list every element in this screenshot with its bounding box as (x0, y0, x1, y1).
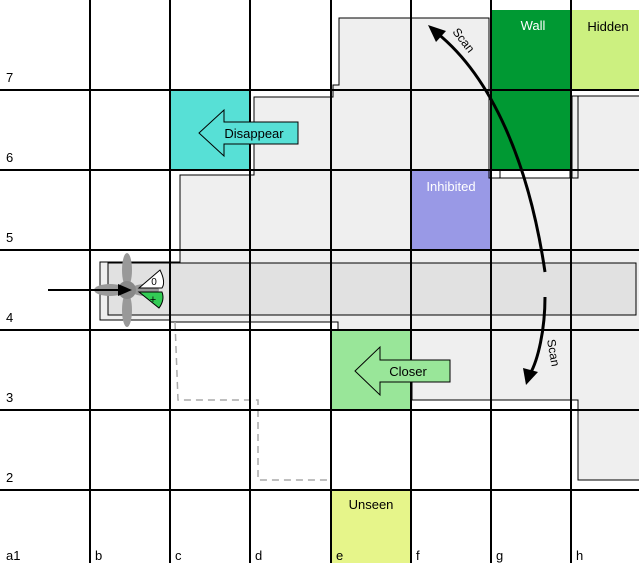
row-label-2: 2 (6, 470, 13, 485)
row-label-3: 3 (6, 390, 13, 405)
col-label-g: g (496, 548, 503, 563)
row-label-5: 5 (6, 230, 13, 245)
sensor-beam (108, 263, 636, 315)
wall-label: Wall (521, 18, 546, 33)
col-label-e: e (336, 548, 343, 563)
dashed-path (175, 322, 331, 490)
robot-sign-bottom: + (150, 294, 156, 306)
row-label-a1: a1 (6, 548, 20, 563)
disappear-label: Disappear (224, 126, 284, 141)
row-label-7: 7 (6, 70, 13, 85)
inhibited-label: Inhibited (426, 179, 475, 194)
wall-cell-lower (491, 90, 571, 170)
unseen-label: Unseen (349, 497, 394, 512)
closer-label: Closer (389, 364, 427, 379)
row-label-6: 6 (6, 150, 13, 165)
row-label-4: 4 (6, 310, 13, 325)
col-label-h: h (576, 548, 583, 563)
col-label-d: d (255, 548, 262, 563)
robot-sign-top: 0 (151, 277, 157, 288)
hidden-label: Hidden (587, 19, 628, 34)
col-label-c: c (175, 548, 182, 563)
col-label-b: b (95, 548, 102, 563)
col-label-f: f (416, 548, 420, 563)
